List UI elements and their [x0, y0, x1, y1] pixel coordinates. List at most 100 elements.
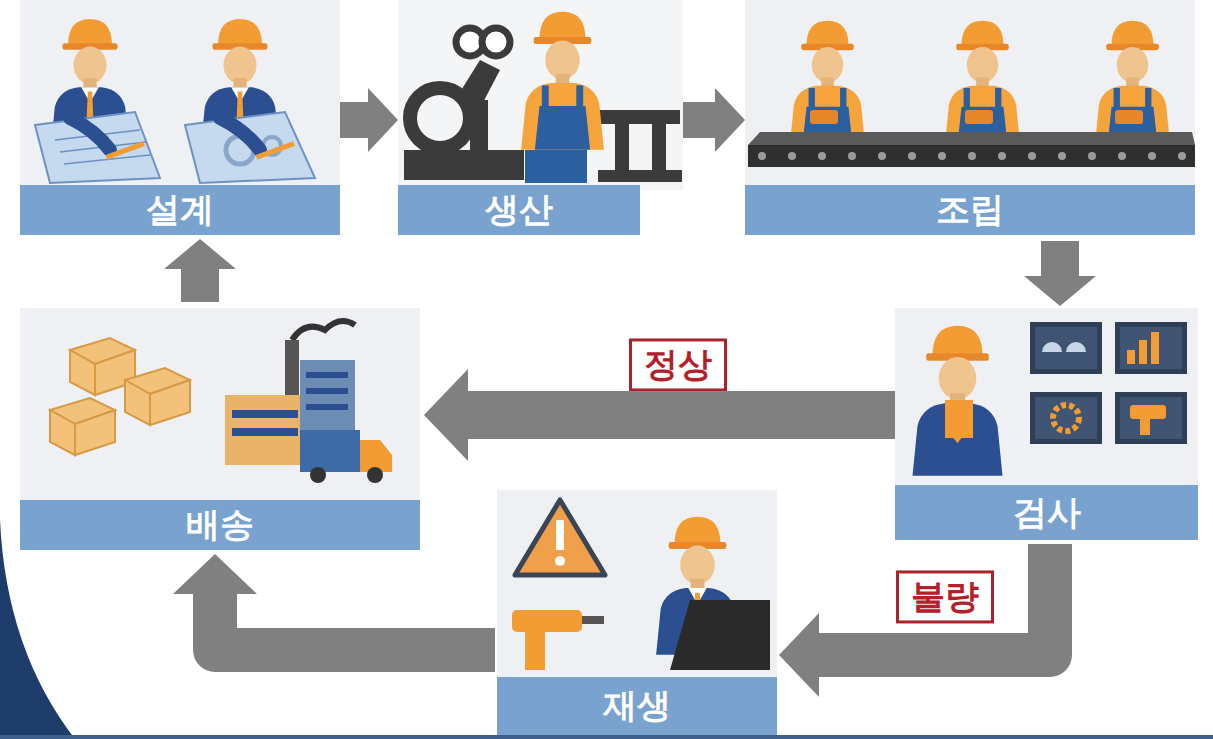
repair-stage: 재생: [497, 490, 777, 735]
stage-name: 배송: [186, 506, 254, 543]
monitor-part: [1030, 392, 1102, 444]
arrow-head: [368, 88, 398, 152]
label-bar: 조립: [745, 185, 1195, 235]
page-decoration-part: [0, 735, 1213, 739]
factory-part: [232, 372, 348, 436]
inspection-illustration-part: [895, 308, 1198, 488]
factory-part: [225, 395, 305, 465]
flow-arrow: [164, 239, 236, 302]
repair-illustration: [497, 490, 777, 680]
design-illustration-part: [220, 118, 260, 150]
stage-name: 재생: [603, 687, 671, 724]
parcel-box-part: [75, 410, 115, 455]
design-illustration-part: [70, 118, 110, 150]
assembly-illustration-part-part: [998, 152, 1006, 160]
stage-name: 설계: [146, 191, 214, 228]
arrow-head: [715, 88, 745, 152]
production-illustration-part: [600, 110, 680, 124]
factory-part-part: [232, 428, 298, 436]
assembly-illustration-part-part: [878, 152, 886, 160]
repair-illustration-part: [556, 520, 564, 550]
production-illustration-part: [598, 170, 682, 182]
parcel-box-part: [150, 380, 190, 425]
delivery-illustration: [20, 308, 420, 503]
repair-illustration-part: [555, 556, 565, 566]
edge-label: 정상: [629, 338, 727, 391]
flow-arrow: [779, 544, 1050, 697]
repair-illustration-part: [582, 616, 604, 624]
inspection-illustration-part: [913, 326, 1003, 476]
repair-illustration-part: [525, 632, 545, 670]
stage-name: 검사: [1013, 494, 1081, 531]
assembly-illustration-part-part: [848, 152, 856, 160]
parcel-box-part: [125, 380, 150, 425]
flow-arrow: [173, 554, 495, 650]
monitor-part: [1120, 327, 1182, 369]
truck-part: [300, 430, 360, 472]
assembly-illustration-part-part: [908, 152, 916, 160]
assembly-illustration-part: [945, 21, 1021, 147]
assembly-illustration-part-part: [818, 152, 826, 160]
monitor-part: [1151, 332, 1159, 364]
arrow-head: [424, 369, 468, 461]
monitor-part: [1030, 322, 1102, 374]
stage-name: 생산: [485, 191, 553, 228]
truck-part: [310, 467, 326, 483]
factory-part-part: [306, 404, 348, 410]
delivery-illustration-part: [20, 308, 420, 503]
design-illustration-part: [35, 112, 160, 183]
monitor-part: [1115, 322, 1187, 374]
assembly-illustration-part-part: [1118, 152, 1126, 160]
flow-arrow: [683, 88, 745, 152]
truck: [300, 430, 392, 483]
factory-part-part: [306, 372, 348, 378]
monitor: [1030, 322, 1187, 444]
monitor-part: [1115, 392, 1187, 444]
design-stage: 설계: [20, 0, 340, 235]
assembly-illustration-part-part: [1058, 152, 1066, 160]
label-bar: 생산: [398, 185, 640, 235]
monitor-part: [1120, 397, 1182, 439]
label-bar: 재생: [497, 677, 777, 735]
assembly-illustration-part-part: [1148, 152, 1156, 160]
assembly-illustration-part: [1115, 110, 1143, 124]
assembly-illustration-part: [748, 132, 1195, 145]
assembly-illustration-part-part: [1088, 152, 1096, 160]
assembly-illustration-part-part: [788, 152, 796, 160]
assembly-illustration-part-part: [1028, 152, 1036, 160]
production-stage: 생산: [398, 0, 683, 235]
factory-part-part: [306, 388, 348, 394]
page-decoration: [0, 520, 1213, 739]
arrow-shaft: [468, 391, 895, 439]
assembly-illustration-part: [745, 0, 1195, 190]
arrow-shaft: [683, 102, 715, 138]
assembly-illustration: [745, 0, 1195, 190]
production-illustration-part: [521, 12, 604, 150]
parcel-box: [50, 338, 190, 455]
assembly-illustration-part-part: [1178, 152, 1186, 160]
repair-illustration-part: [515, 500, 605, 575]
assembly-illustration-part: [1095, 21, 1171, 147]
label-bar: 검사: [895, 485, 1198, 540]
inspection-illustration-part: [945, 400, 973, 438]
production-illustration-part: [398, 0, 683, 190]
monitor-part: [1042, 342, 1062, 352]
assembly-stage: 조립: [745, 0, 1195, 235]
arrow-shaft: [181, 269, 219, 302]
delivery-stage: 배송: [20, 308, 420, 550]
production-illustration-part: [404, 150, 524, 180]
inspection-illustration: [895, 308, 1198, 488]
edge-label: 불량: [896, 570, 994, 623]
flow-arrow: [1024, 241, 1096, 306]
repair-illustration-part: [497, 490, 777, 680]
assembly-illustration-part: [790, 21, 866, 147]
production-illustration-part: [525, 150, 587, 183]
assembly-illustration-part: [965, 110, 993, 124]
design-illustration-part: [185, 112, 315, 183]
monitor-part: [1035, 327, 1097, 369]
assembly-illustration-part: [748, 145, 1195, 167]
inspection-stage: 검사: [895, 308, 1198, 540]
flow-arrow: [340, 88, 398, 152]
